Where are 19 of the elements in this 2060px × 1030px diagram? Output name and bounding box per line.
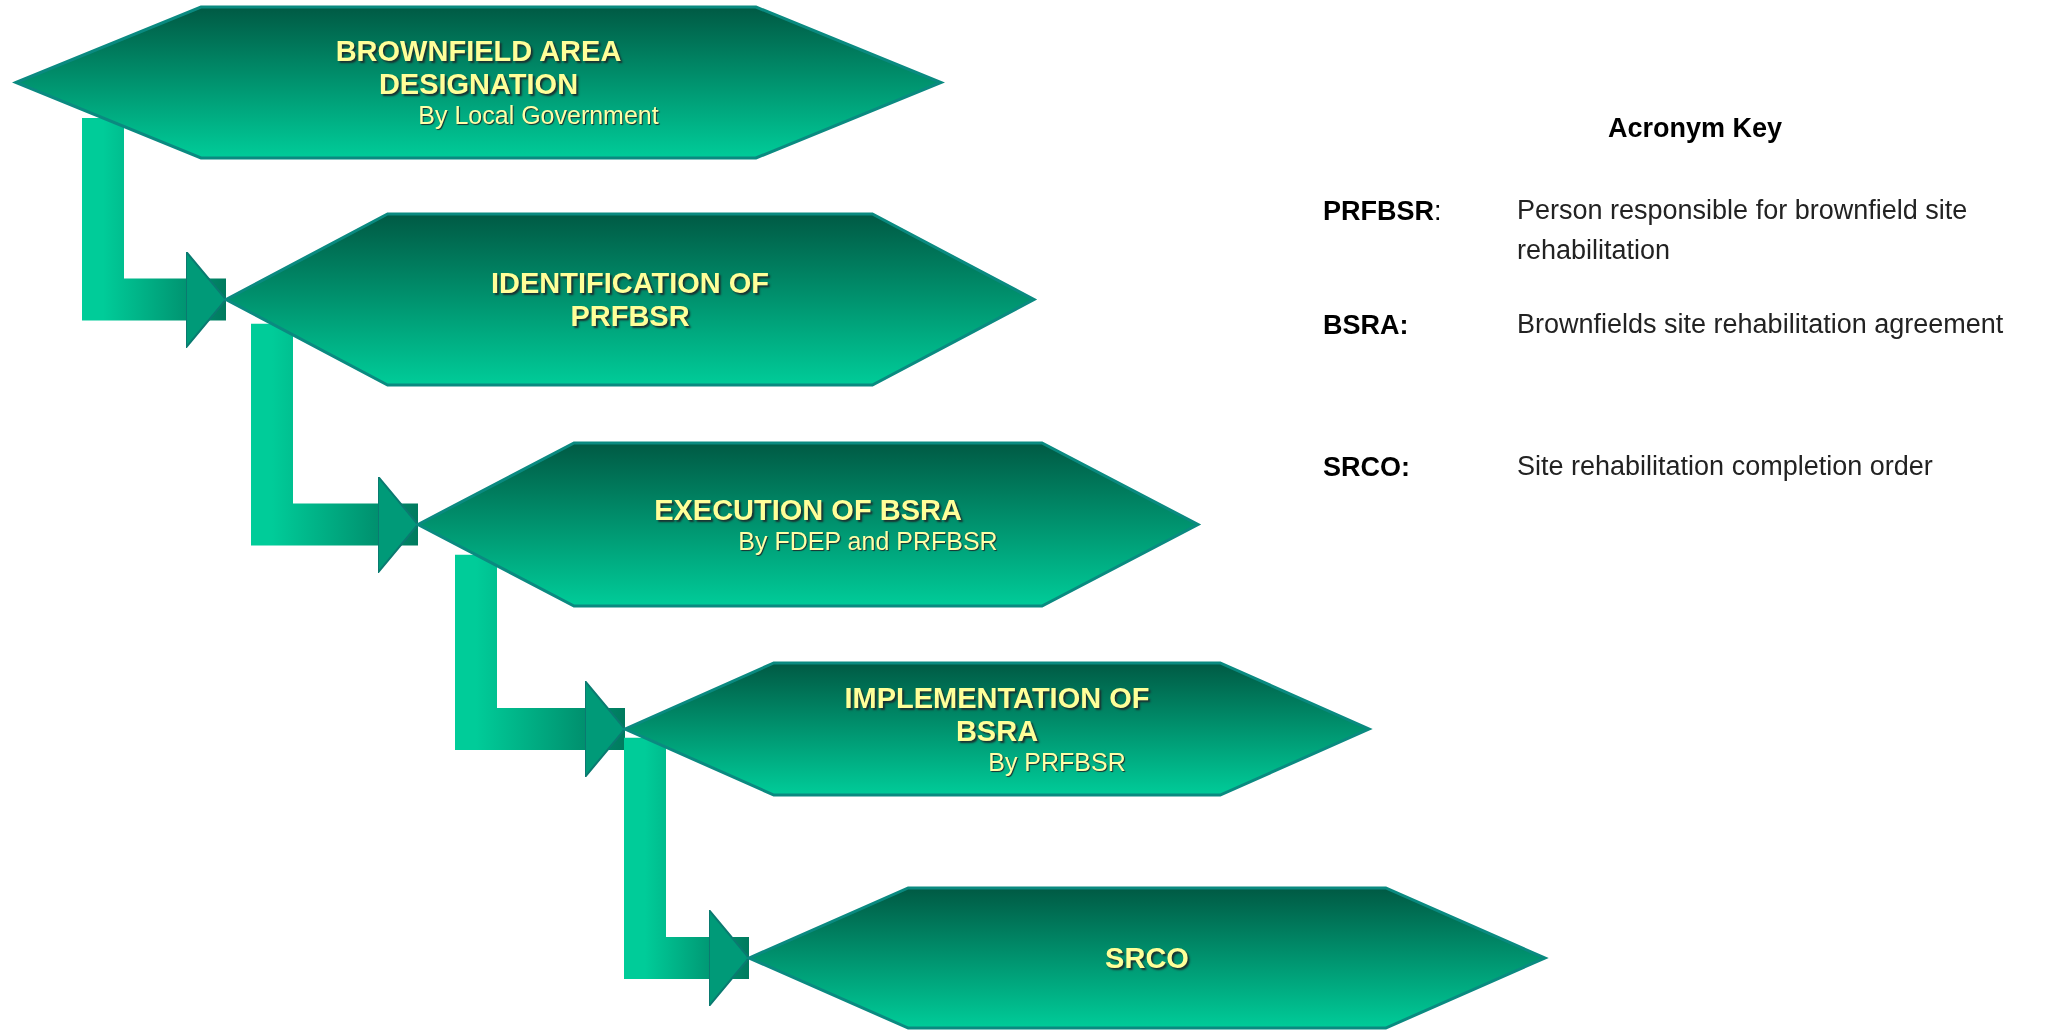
acronym-definition: Site rehabilitation completion order [1517, 450, 1934, 483]
acronym-term: PRFBSR: [1323, 196, 1442, 227]
hexagon-box [418, 443, 1198, 606]
acronym-term: BSRA: [1323, 310, 1409, 341]
acronym-definition: Brownfields site rehabilitation agreement [1517, 308, 2005, 341]
key-heading: Acronym Key [1606, 113, 1784, 144]
l-shaped-arrow [251, 323, 419, 574]
hexagon-box [226, 214, 1034, 385]
acronym-definition: Person responsible for brownfield site rehabilitation [1517, 194, 1969, 267]
l-shaped-arrow [624, 737, 750, 1007]
step-subtitle: By PRFBSR [988, 747, 1126, 777]
step-subtitle: By FDEP and PRFBSR [738, 526, 998, 556]
step-title: IDENTIFICATION OF PRFBSR [489, 266, 771, 333]
step-title: IMPLEMENTATION OF BSRA [843, 681, 1151, 748]
l-shaped-arrow [82, 118, 227, 349]
l-shaped-arrow [455, 554, 626, 778]
step-title: EXECUTION OF BSRA [654, 493, 962, 527]
step-title: SRCO [1105, 941, 1189, 975]
acronym-term: SRCO: [1323, 452, 1410, 483]
